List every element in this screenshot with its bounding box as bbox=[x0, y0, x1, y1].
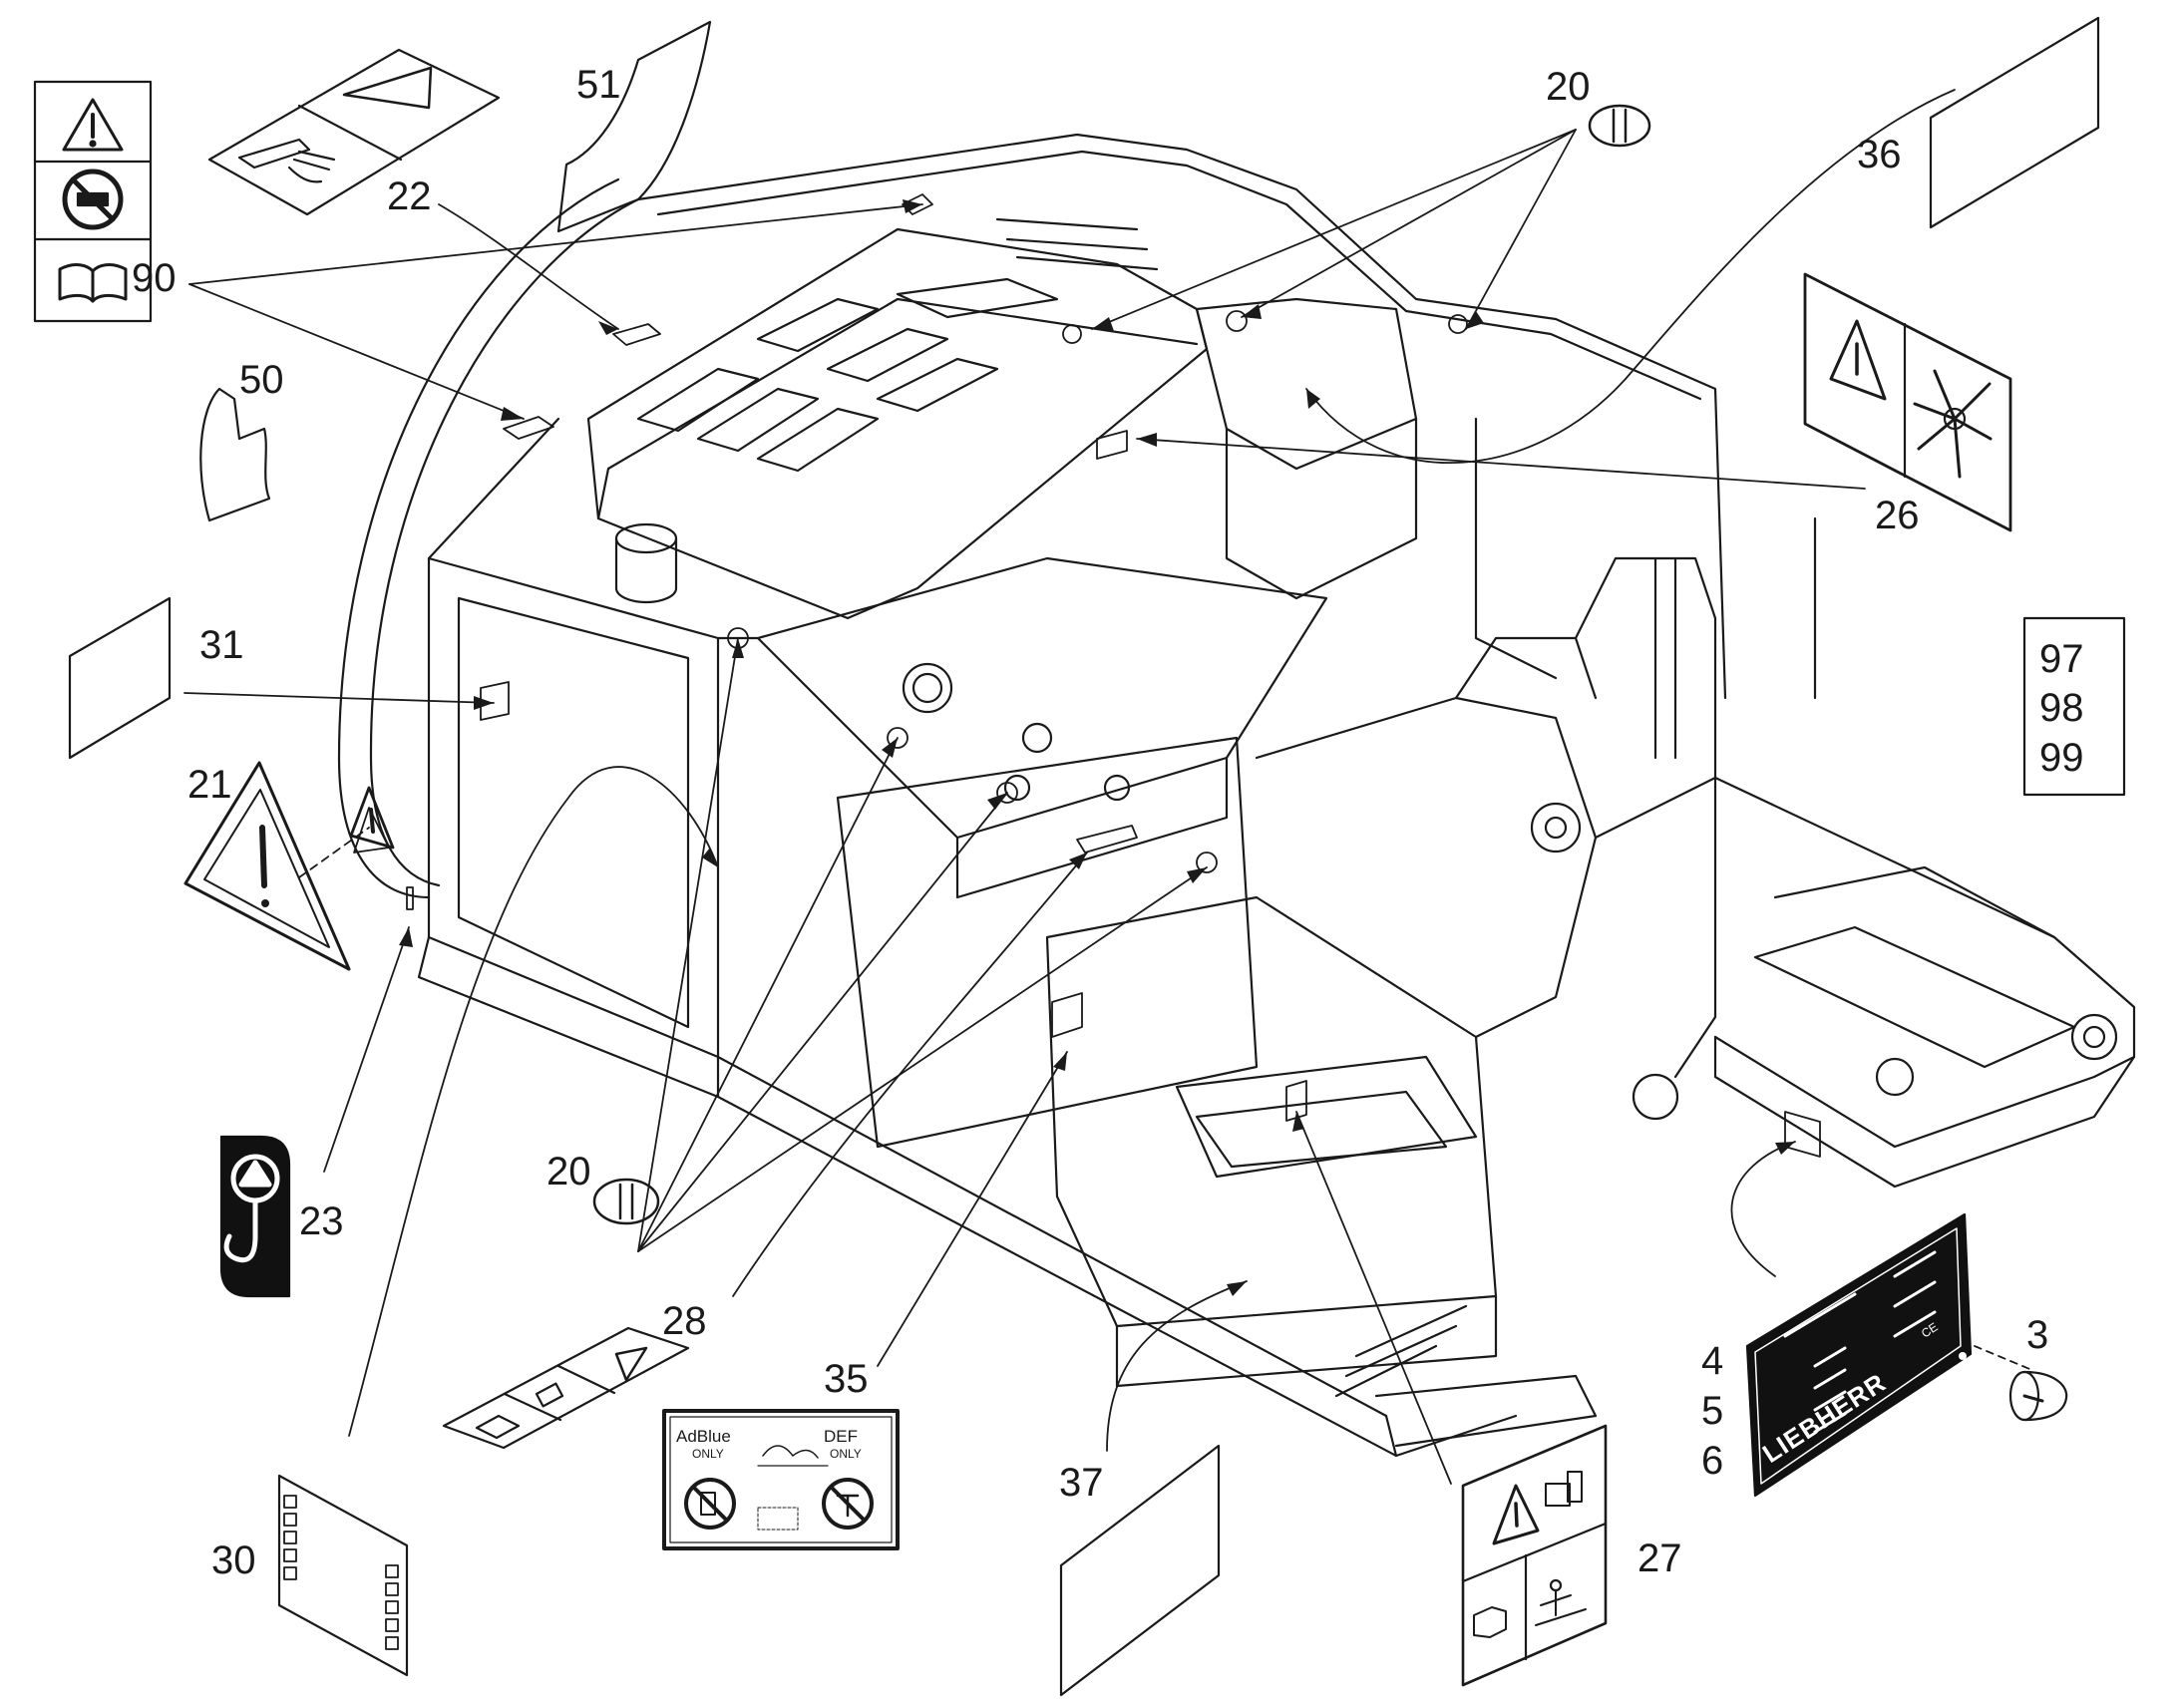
callout-21: 21 bbox=[187, 763, 232, 807]
def-only: ONLY bbox=[830, 1447, 862, 1461]
fill-cap-graphic bbox=[757, 1507, 799, 1531]
decal-51 bbox=[556, 20, 712, 233]
callout-97: 97 bbox=[2039, 637, 2084, 681]
decal-27 bbox=[1461, 1424, 1608, 1687]
callout-23: 23 bbox=[299, 1199, 344, 1243]
callout-51: 51 bbox=[576, 63, 621, 107]
callout-35: 35 bbox=[824, 1357, 869, 1401]
fluid-drops-icon bbox=[757, 1445, 829, 1467]
callout-3: 3 bbox=[2026, 1313, 2048, 1357]
callout-4: 4 bbox=[1701, 1339, 1723, 1383]
part-20-washer-bottom bbox=[592, 1178, 660, 1225]
lifting-hook-icon bbox=[223, 1154, 280, 1263]
no-entry-icon bbox=[62, 169, 124, 230]
no-fuel-icon bbox=[684, 1478, 736, 1530]
warning-triangle-icon bbox=[614, 1346, 648, 1382]
callout-22: 22 bbox=[387, 174, 432, 218]
callout-20-top: 20 bbox=[1546, 65, 1591, 109]
decal-36 bbox=[1929, 16, 2100, 229]
nameplate-4-5-6 bbox=[1745, 1212, 1973, 1498]
part-3-screw bbox=[2008, 1370, 2068, 1422]
manual-book-icon bbox=[1473, 1606, 1507, 1638]
callout-6: 6 bbox=[1701, 1439, 1723, 1483]
warning-triangle-icon bbox=[62, 98, 124, 152]
no-diesel-icon bbox=[822, 1478, 874, 1530]
callout-31: 31 bbox=[199, 623, 244, 667]
leader-lines bbox=[183, 89, 2035, 1485]
decal-50 bbox=[199, 387, 271, 522]
callout-90: 90 bbox=[132, 256, 177, 300]
adblue-title: AdBlue bbox=[676, 1427, 731, 1446]
adblue-only: ONLY bbox=[692, 1447, 724, 1461]
callout-28: 28 bbox=[662, 1299, 707, 1343]
callout-5: 5 bbox=[1701, 1389, 1723, 1433]
decal-21 bbox=[183, 761, 395, 971]
callout-50: 50 bbox=[239, 358, 284, 402]
fan-blade-icon bbox=[1913, 369, 1993, 479]
decal-22 bbox=[207, 48, 501, 216]
callout-27: 27 bbox=[1637, 1537, 1682, 1580]
pressure-icon bbox=[535, 1382, 564, 1408]
decal-26 bbox=[1803, 272, 2012, 532]
callout-98: 98 bbox=[2039, 686, 2084, 730]
decal-35 bbox=[662, 1409, 900, 1550]
warning-triangle-icon bbox=[1829, 319, 1887, 401]
decal-35-text: AdBlue ONLY DEF ONLY bbox=[676, 1427, 862, 1461]
decal-28 bbox=[442, 1326, 690, 1450]
person-hazard-icon bbox=[1535, 1578, 1587, 1626]
callout-30: 30 bbox=[211, 1538, 256, 1582]
machine-frame bbox=[337, 133, 2136, 1458]
decal-31 bbox=[68, 596, 172, 760]
callout-99: 99 bbox=[2039, 736, 2084, 780]
callout-26: 26 bbox=[1875, 494, 1920, 537]
def-title: DEF bbox=[824, 1427, 858, 1446]
machine-cab-icon bbox=[1545, 1471, 1583, 1507]
decal-markers-on-machine bbox=[353, 193, 1821, 1158]
decal-90 bbox=[33, 80, 153, 323]
hand-crush-icon bbox=[237, 138, 336, 183]
book-icon bbox=[475, 1414, 521, 1440]
warning-triangle-icon bbox=[342, 66, 433, 110]
callout-labels: 51 22 90 50 20 36 26 31 21 97 98 99 23 2… bbox=[132, 63, 2084, 1582]
arrow-heads bbox=[399, 199, 1795, 1296]
callout-37: 37 bbox=[1059, 1461, 1104, 1505]
manual-book-icon bbox=[58, 263, 128, 303]
callout-36: 36 bbox=[1857, 133, 1902, 176]
part-97-98-99-box bbox=[2022, 616, 2126, 797]
decal-23 bbox=[219, 1135, 291, 1298]
callout-20-bottom: 20 bbox=[546, 1150, 591, 1194]
decal-30 bbox=[277, 1474, 409, 1677]
warning-triangle-icon bbox=[1492, 1484, 1540, 1545]
decal-37 bbox=[1059, 1444, 1221, 1697]
part-20-washer-top bbox=[1588, 104, 1651, 148]
